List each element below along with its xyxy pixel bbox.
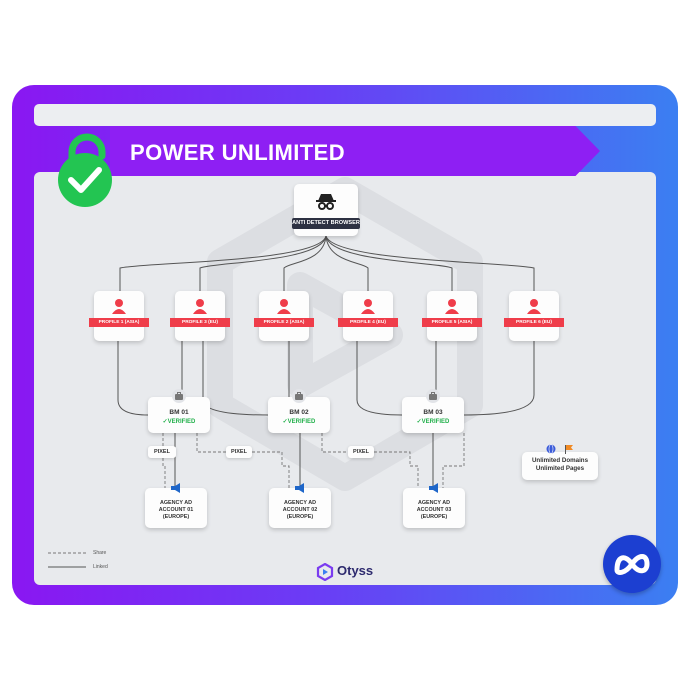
profile-label: PROFILE 5 (ASIA) xyxy=(422,318,482,327)
bm-node-2: BM 02 ✓VERIFIED xyxy=(268,389,330,433)
pixel-label-2: PIXEL xyxy=(226,446,252,458)
user-icon xyxy=(527,299,541,314)
user-icon xyxy=(193,299,207,314)
pixel-label-3: PIXEL xyxy=(348,446,374,458)
profile-node-5: PROFILE 5 (ASIA) xyxy=(422,291,482,341)
profile-label: PROFILE 2 (ASIA) xyxy=(254,318,314,327)
title-banner xyxy=(110,126,600,176)
profile-node-2: PROFILE 2 (ASIA) xyxy=(254,291,314,341)
legend-share: Share xyxy=(93,550,107,556)
profile-label: PROFILE 3 (EU) xyxy=(170,318,230,327)
profile-node-6: PROFILE 6 (EU) xyxy=(504,291,564,341)
profile-node-3: PROFILE 3 (EU) xyxy=(170,291,230,341)
user-icon xyxy=(445,299,459,314)
bm-verified-status: ✓VERIFIED xyxy=(162,419,196,425)
user-icon xyxy=(361,299,375,314)
banner-title: POWER UNLIMITED xyxy=(130,140,345,165)
hub-label: ANTI DETECT BROWSER xyxy=(292,218,360,229)
profile-label: PROFILE 4 (EU) xyxy=(338,318,398,327)
megaphone-icon xyxy=(295,483,304,493)
incognito-icon xyxy=(316,194,336,210)
profile-label: PROFILE 6 (EU) xyxy=(504,318,564,327)
bm-node-3: BM 03 ✓VERIFIED xyxy=(402,389,464,433)
flag-icon xyxy=(565,445,573,454)
bm-title: BM 02 xyxy=(289,409,309,416)
lock-check-icon xyxy=(58,133,112,207)
bm-node-1: BM 01 ✓VERIFIED xyxy=(148,389,210,433)
user-icon xyxy=(277,299,291,314)
briefcase-icon xyxy=(172,389,186,403)
otyss-logo-icon xyxy=(316,563,334,581)
briefcase-icon xyxy=(426,389,440,403)
top-strip xyxy=(34,104,656,126)
profile-node-1: PROFILE 1 (ASIA) xyxy=(89,291,149,341)
bm-title: BM 03 xyxy=(423,409,443,416)
pixel-label-1: PIXEL xyxy=(148,446,176,458)
meta-infinity-icon xyxy=(614,554,650,575)
megaphone-icon xyxy=(171,483,180,493)
anti-detect-browser-node: ANTI DETECT BROWSER xyxy=(292,184,360,236)
brand-name: Otyss xyxy=(337,563,374,578)
profile-label: PROFILE 1 (ASIA) xyxy=(89,318,149,327)
megaphone-icon xyxy=(429,483,438,493)
meta-badge xyxy=(603,535,661,593)
bm-verified-status: ✓VERIFIED xyxy=(282,419,316,425)
diagram-panel xyxy=(34,172,656,585)
bm-title: BM 01 xyxy=(169,409,189,416)
profile-node-4: PROFILE 4 (EU) xyxy=(338,291,398,341)
globe-icon xyxy=(546,444,556,454)
legend-linked: Linked xyxy=(93,564,108,570)
bm-verified-status: ✓VERIFIED xyxy=(416,419,450,425)
briefcase-icon xyxy=(292,389,306,403)
user-icon xyxy=(112,299,126,314)
